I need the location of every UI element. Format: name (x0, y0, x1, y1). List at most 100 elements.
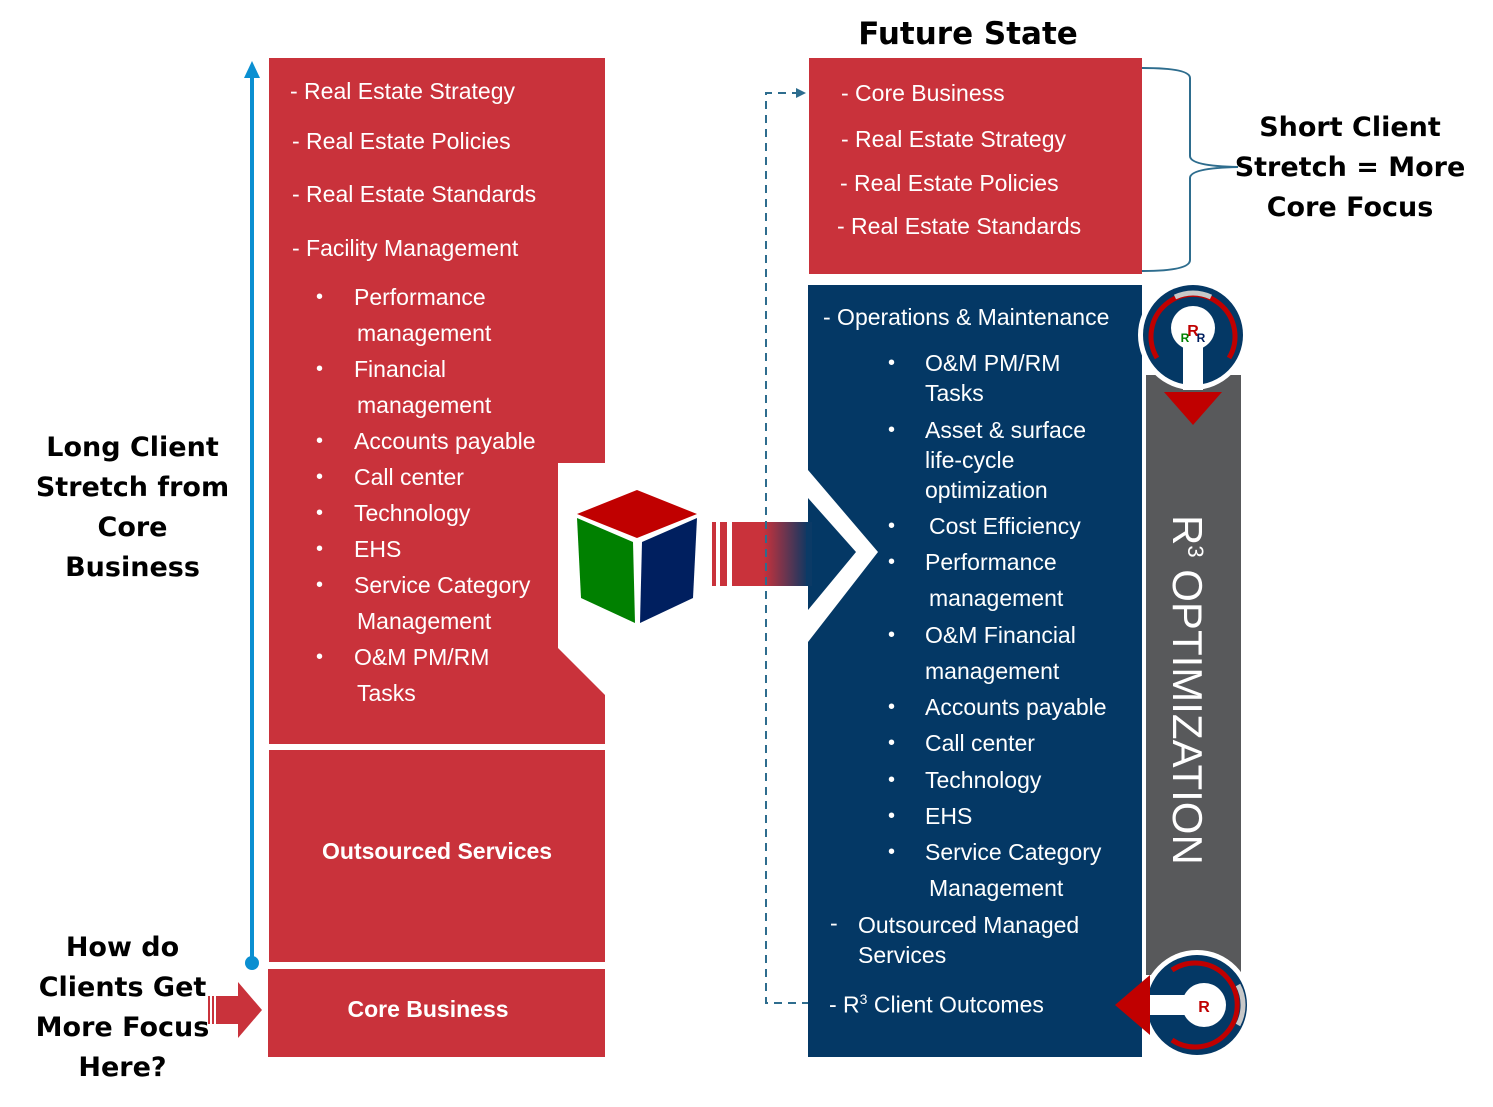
bullet-item-line: Cost Efficiency (929, 513, 1081, 539)
bullet-icon: • (316, 286, 324, 308)
long-stretch-label: Long Client Stretch from Core Business (20, 428, 245, 588)
bullet-item-line: EHS (925, 803, 973, 829)
outcomes-sup: 3 (859, 991, 868, 1007)
label-line: Business (65, 552, 200, 583)
bullet-item-line: management (929, 585, 1064, 611)
transition-arrow (712, 522, 810, 586)
bullet-item-line: Performance (354, 284, 486, 310)
bullet-icon: • (888, 732, 896, 754)
bullet-icon: • (888, 551, 896, 573)
outsourced-managed-item: Outsourced Managed Services (858, 910, 1079, 970)
bullet-item-line: Asset & surface (925, 417, 1087, 443)
bullet-item-line: Tasks (925, 380, 984, 406)
bullet-icon: • (888, 352, 896, 374)
dashed-connector (765, 88, 808, 1004)
label-line: Short Client (1259, 112, 1441, 143)
core-business-box: Core Business (268, 969, 605, 1057)
bullet-item-line: Call center (354, 464, 464, 490)
bullet-item-line: Accounts payable (925, 694, 1107, 720)
label-line: Here? (78, 1052, 167, 1083)
current-state-content: - Real Estate Strategy - Real Estate Pol… (269, 58, 605, 744)
bullet-icon: • (888, 419, 896, 441)
bullet-item-line: life-cycle (925, 447, 1015, 473)
svg-text:R: R (1197, 331, 1206, 345)
label-line: Stretch from (35, 472, 230, 503)
short-stretch-label: Short Client Stretch = More Core Focus (1230, 108, 1470, 228)
bullet-item-line: Call center (925, 730, 1035, 756)
bullet-icon: • (316, 430, 324, 452)
bullet-item-line: management (925, 658, 1060, 684)
bullet-icon: • (316, 358, 324, 380)
bullet-item-line: Technology (925, 767, 1042, 793)
item-line: Outsourced Managed (858, 912, 1080, 938)
opt-suffix: OPTIMIZATION (1164, 557, 1211, 865)
current-state-box (269, 58, 605, 744)
r3-logo-icon: R (1115, 950, 1252, 1060)
bullet-icon: • (888, 624, 896, 646)
bullet-icon: • (316, 538, 324, 560)
bullet-item-line: optimization (925, 477, 1048, 503)
bullet-item-line: O&M Financial (925, 622, 1076, 648)
opt-sup: 3 (1183, 545, 1208, 558)
bullet-icon: • (316, 646, 324, 668)
client-outcomes-item: - R3 Client Outcomes (829, 991, 1044, 1019)
label-line: Stretch = More (1234, 152, 1466, 183)
list-item: - Real Estate Standards (292, 181, 537, 207)
future-state-title: Future State (858, 16, 1078, 52)
cube-logo-icon (577, 490, 697, 623)
label-line: Core Focus (1266, 192, 1434, 223)
focus-question-label: How do Clients Get More Focus Here? (20, 928, 225, 1088)
svg-text:R: R (1181, 331, 1190, 345)
bullet-item-line: O&M PM/RM (925, 350, 1061, 376)
label-line: Long Client (46, 432, 219, 463)
list-item: - Real Estate Policies (840, 170, 1059, 196)
item-line: Services (858, 942, 947, 968)
ops-heading: - Operations & Maintenance (823, 304, 1110, 330)
bullet-icon: • (316, 574, 324, 596)
dash-marker: - (830, 910, 838, 936)
bullet-item-line: Service Category (354, 572, 531, 598)
chevron-icon (806, 470, 878, 642)
bullet-item-line: Accounts payable (354, 428, 536, 454)
bullet-item-line: Technology (354, 500, 471, 526)
bullet-icon: • (888, 515, 896, 537)
stretch-arrow (244, 61, 260, 970)
list-item: - Core Business (841, 80, 1005, 106)
operations-content: - Operations & Maintenance • O&M PM/RM Tas… (808, 285, 1142, 1057)
bullet-item-line: Management (929, 875, 1064, 901)
outsourced-services-box: Outsourced Services (269, 750, 605, 962)
core-business-label: Core Business (347, 996, 509, 1022)
bullet-item-line: Management (357, 608, 492, 634)
label-line: How do (65, 932, 180, 963)
label-line: Clients Get (38, 972, 207, 1003)
brace-icon (1141, 67, 1239, 272)
outsourced-services-label: Outsourced Services (322, 838, 553, 864)
bullet-icon: • (888, 805, 896, 827)
bullet-icon: • (316, 466, 324, 488)
optimization-bar: R3 OPTIMIZATION (1146, 375, 1241, 975)
bullet-icon: • (888, 841, 896, 863)
svg-text:R: R (1187, 323, 1199, 340)
bullet-item-line: management (357, 320, 492, 346)
list-item: - Real Estate Standards (837, 213, 1082, 239)
focus-arrow-icon (208, 982, 262, 1038)
list-item: - Real Estate Policies (292, 128, 511, 154)
bullet-icon: • (888, 769, 896, 791)
bullet-item-line: Financial (354, 356, 447, 382)
operations-box (808, 285, 1142, 1057)
bullet-item-line: management (357, 392, 492, 418)
bullet-item-line: O&M PM/RM (354, 644, 490, 670)
list-item: - Real Estate Strategy (290, 78, 515, 104)
bullet-icon: • (888, 696, 896, 718)
future-core-box: - Core Business - Real Estate Strategy -… (809, 58, 1142, 274)
outcomes-suffix: Client Outcomes (867, 991, 1044, 1018)
outcomes-prefix: - R (829, 991, 860, 1018)
list-item: - Facility Management (292, 235, 519, 261)
svg-text:R: R (1198, 999, 1210, 1016)
label-line: Core (97, 512, 168, 543)
opt-prefix: R (1164, 515, 1211, 546)
bullet-item-line: Tasks (357, 680, 416, 706)
bullet-item-line: Performance (925, 549, 1057, 575)
list-item: - Real Estate Strategy (841, 126, 1066, 152)
bullet-icon: • (316, 502, 324, 524)
